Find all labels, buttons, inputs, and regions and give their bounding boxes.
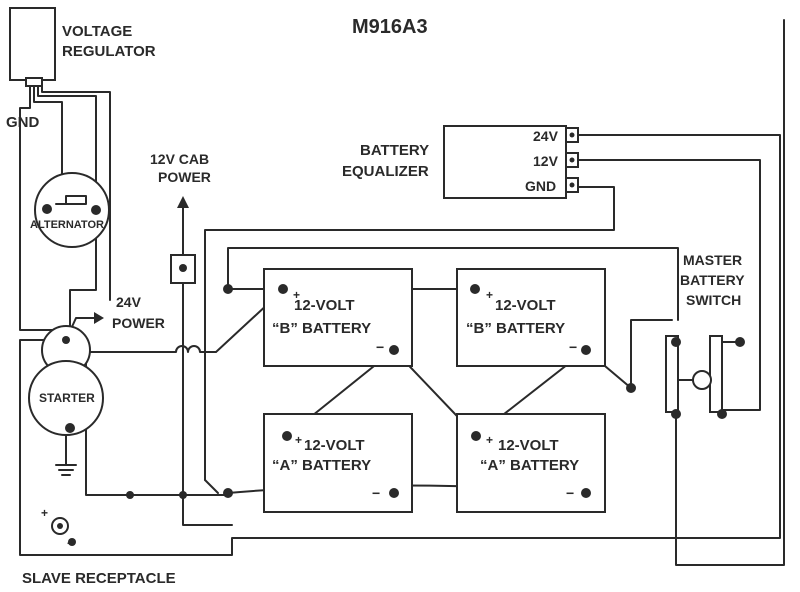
positive-mark: +	[295, 433, 302, 447]
starter	[28, 325, 104, 436]
alternator	[34, 172, 110, 248]
positive-mark: +	[486, 433, 493, 447]
positive-mark: +	[293, 288, 300, 302]
equalizer-label: BATTERY	[360, 142, 429, 159]
battery-a-right	[456, 413, 606, 513]
starter-terminal	[65, 423, 75, 433]
equalizer-gnd-terminal-label: GND	[525, 178, 556, 194]
battery-label: 12-VOLT	[495, 297, 556, 314]
diagram-title: M916A3	[352, 16, 428, 38]
alternator-terminal	[91, 205, 101, 215]
positive-mark: +	[41, 506, 48, 520]
voltage-regulator-connector	[25, 77, 43, 87]
master-battery-switch	[665, 335, 745, 419]
gnd-label: GND	[6, 114, 40, 131]
voltage-regulator-label: REGULATOR	[62, 43, 156, 60]
alternator-label: ALTERNATOR	[30, 219, 104, 231]
battery-a-left	[263, 413, 413, 513]
negative-mark: −	[376, 339, 384, 355]
power-24v-label: 24V	[116, 294, 142, 310]
battery-label: “B” BATTERY	[466, 320, 565, 337]
master-switch-label: BATTERY	[680, 272, 745, 288]
battery-label: 12-VOLT	[294, 297, 355, 314]
negative-mark: −	[569, 339, 577, 355]
cab-power-label: 12V CAB	[150, 151, 209, 167]
alternator-terminal	[42, 204, 52, 214]
junction-dots	[126, 284, 636, 499]
battery-b-right	[456, 268, 606, 367]
voltage-regulator	[9, 7, 56, 81]
equalizer-12v-terminal-label: 12V	[533, 153, 559, 169]
negative-mark: −	[372, 485, 380, 501]
battery-b-left	[263, 268, 413, 367]
equalizer-label: EQUALIZER	[342, 163, 429, 180]
battery-equalizer	[443, 125, 579, 199]
starter-label: STARTER	[39, 391, 95, 405]
positive-mark: +	[486, 288, 493, 302]
slave-receptacle	[51, 517, 76, 546]
negative-mark: −	[67, 535, 75, 551]
battery-label: “A” BATTERY	[480, 457, 579, 474]
negative-mark: −	[566, 485, 574, 501]
cab-power-label: POWER	[158, 169, 211, 185]
voltage-regulator-label: VOLTAGE	[62, 23, 132, 40]
battery-label: “B” BATTERY	[272, 320, 371, 337]
equalizer-24v-terminal-label: 24V	[533, 128, 559, 144]
slave-receptacle-label: SLAVE RECEPTACLE	[22, 570, 176, 587]
battery-label: “A” BATTERY	[272, 457, 371, 474]
cab-power-fuse	[170, 254, 196, 284]
battery-label: 12-VOLT	[498, 437, 559, 454]
battery-label: 12-VOLT	[304, 437, 365, 454]
power-24v-label: POWER	[112, 315, 165, 331]
master-switch-label: MASTER	[683, 252, 742, 268]
master-switch-label: SWITCH	[686, 292, 741, 308]
